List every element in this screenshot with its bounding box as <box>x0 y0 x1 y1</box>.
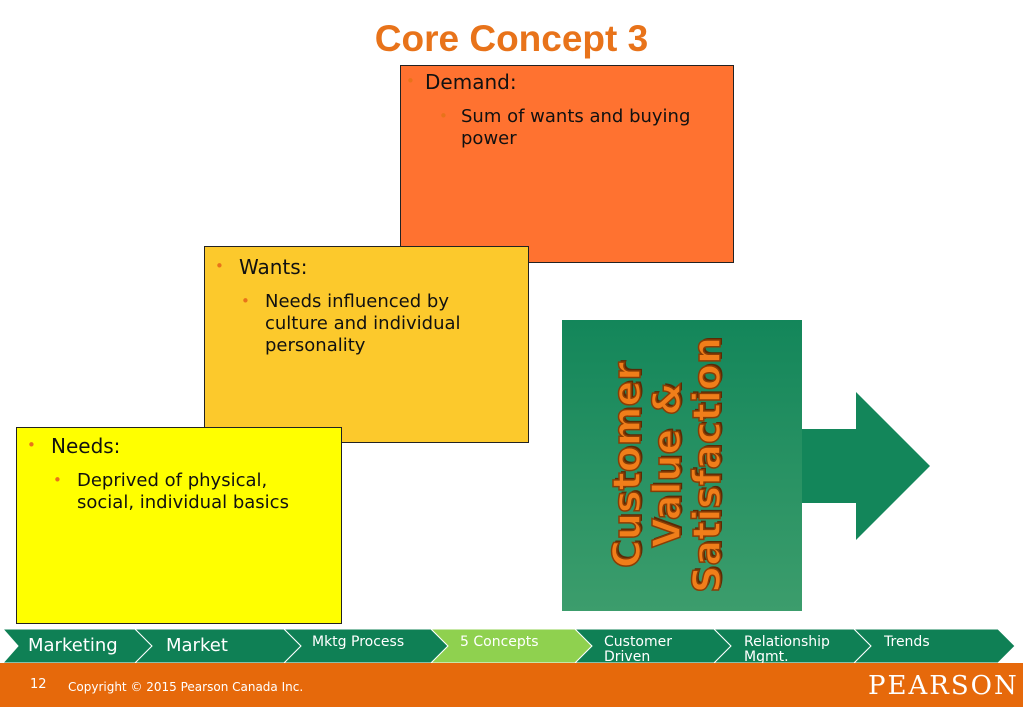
wants-box: • Wants: • Needs influenced by culture a… <box>204 246 529 443</box>
demand-detail-row: • Sum of wants and buying power <box>401 106 701 150</box>
needs-box: • Needs: • Deprived of physical, social,… <box>16 427 342 624</box>
demand-heading-row: • Demand: <box>401 70 733 94</box>
nav-item-marketing[interactable]: Marketing <box>28 635 118 656</box>
nav-item-customer-driven[interactable]: Customer Driven <box>604 634 673 664</box>
wants-heading: Wants: <box>239 255 308 279</box>
customer-value-text: Customer Value & Satisfaction <box>604 315 757 615</box>
page-number: 12 <box>30 677 47 692</box>
nav-item-5-concepts[interactable]: 5 Concepts <box>460 634 539 650</box>
customer-value-line3: Satisfaction <box>684 336 730 593</box>
nav-chevron-5-concepts <box>430 629 593 663</box>
bullet-icon: • <box>241 292 250 310</box>
bullet-icon: • <box>53 471 62 489</box>
nav-chevron-customer-driven <box>574 629 732 663</box>
needs-detail-row: • Deprived of physical, social, individu… <box>17 470 327 514</box>
nav-chevron-marketing <box>2 629 153 663</box>
wants-detail: Needs influenced by culture and individu… <box>265 291 461 356</box>
wants-heading-row: • Wants: <box>205 255 528 279</box>
bullet-icon: • <box>439 107 448 125</box>
bullet-icon: • <box>27 436 36 454</box>
nav-item-relationship-mgmt[interactable]: Relationship Mgmt. <box>744 634 830 664</box>
nav-chevron-trends <box>853 629 1016 663</box>
demand-detail: Sum of wants and buying power <box>461 106 691 149</box>
pearson-logo: PEARSON <box>868 671 1019 701</box>
nav-chevron-market <box>134 629 302 663</box>
wants-detail-row: • Needs influenced by culture and indivi… <box>205 291 507 357</box>
needs-detail: Deprived of physical, social, individual… <box>77 470 289 513</box>
right-arrow-icon <box>802 392 930 540</box>
copyright-text: Copyright © 2015 Pearson Canada Inc. <box>68 680 304 694</box>
nav-item-mktg-process[interactable]: Mktg Process <box>312 634 405 650</box>
needs-heading-row: • Needs: <box>17 434 341 458</box>
footer-bar: 12 Copyright © 2015 Pearson Canada Inc. … <box>0 663 1023 707</box>
needs-heading: Needs: <box>51 434 121 458</box>
bullet-icon: • <box>406 72 415 90</box>
slide-title: Core Concept 3 <box>374 18 649 59</box>
nav-chevron-relationship <box>713 629 872 663</box>
customer-value-panel <box>562 320 802 611</box>
nav-item-trends[interactable]: Trends <box>884 634 930 650</box>
demand-box: • Demand: • Sum of wants and buying powe… <box>400 65 734 263</box>
customer-value-line2: Value & <box>644 382 690 549</box>
nav-chevrons <box>2 629 1016 663</box>
section-nav: Marketing Market Mktg Process 5 Concepts… <box>0 629 1023 663</box>
bullet-icon: • <box>215 257 224 275</box>
nav-item-market[interactable]: Market <box>166 635 228 656</box>
demand-heading: Demand: <box>425 70 517 94</box>
nav-chevron-mktg-process <box>283 629 449 663</box>
customer-value-line1: Customer <box>604 361 650 568</box>
